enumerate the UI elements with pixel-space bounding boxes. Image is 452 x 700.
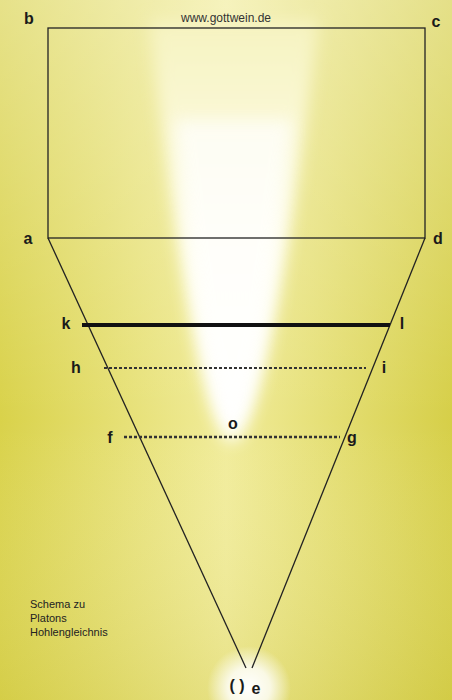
line-fg	[124, 436, 340, 439]
fire-glow	[207, 646, 291, 700]
point-label: b	[24, 11, 34, 27]
point-label: f	[107, 430, 112, 446]
light-core	[175, 120, 292, 424]
point-label: ( )	[229, 678, 244, 694]
point-label: e	[252, 681, 261, 697]
point-label: g	[347, 430, 357, 446]
watermark: www.gottwein.de	[181, 12, 271, 24]
caption: Schema zu Platons Hohlengleichnis	[30, 598, 122, 639]
light-cone	[150, 20, 318, 442]
point-label: d	[433, 231, 443, 247]
point-label: h	[71, 360, 81, 376]
point-label: a	[24, 231, 33, 247]
outer-world-rect	[48, 28, 425, 238]
wall-kl	[82, 323, 390, 327]
point-label: o	[228, 416, 238, 432]
point-label: c	[432, 14, 441, 30]
cave-wall-right	[252, 238, 425, 668]
point-label: l	[400, 316, 404, 332]
point-label: k	[62, 316, 71, 332]
line-hi	[104, 367, 366, 369]
point-label: i	[382, 360, 386, 376]
